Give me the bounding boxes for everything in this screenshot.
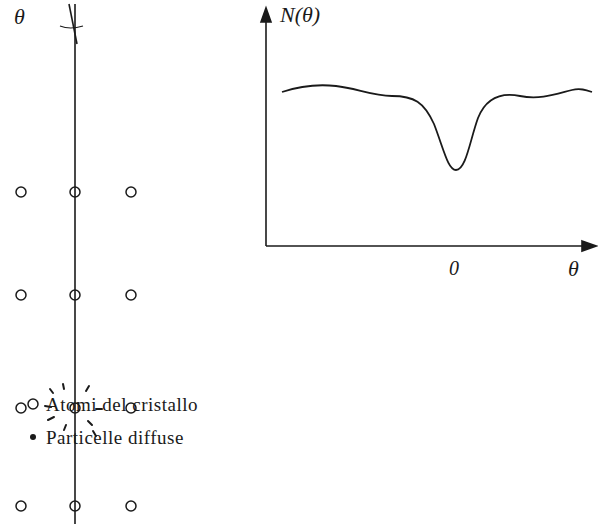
- axis-label: θ: [568, 258, 579, 280]
- n-theta-curve: [282, 85, 592, 170]
- legend-text: Atomi del cristallo: [46, 395, 198, 414]
- lattice-atoms: [16, 187, 136, 511]
- angle-arc: [60, 26, 83, 28]
- legend-atom-sample: [28, 399, 38, 409]
- axis-label: N(θ): [280, 4, 320, 26]
- angle-label: θ: [14, 6, 25, 28]
- tilted-direction: [69, 4, 77, 44]
- legend-text: Particelle diffuse: [46, 428, 184, 447]
- graph: [261, 8, 596, 251]
- legend-particle-sample: [30, 434, 36, 440]
- origin-tick-label: 0: [449, 258, 459, 278]
